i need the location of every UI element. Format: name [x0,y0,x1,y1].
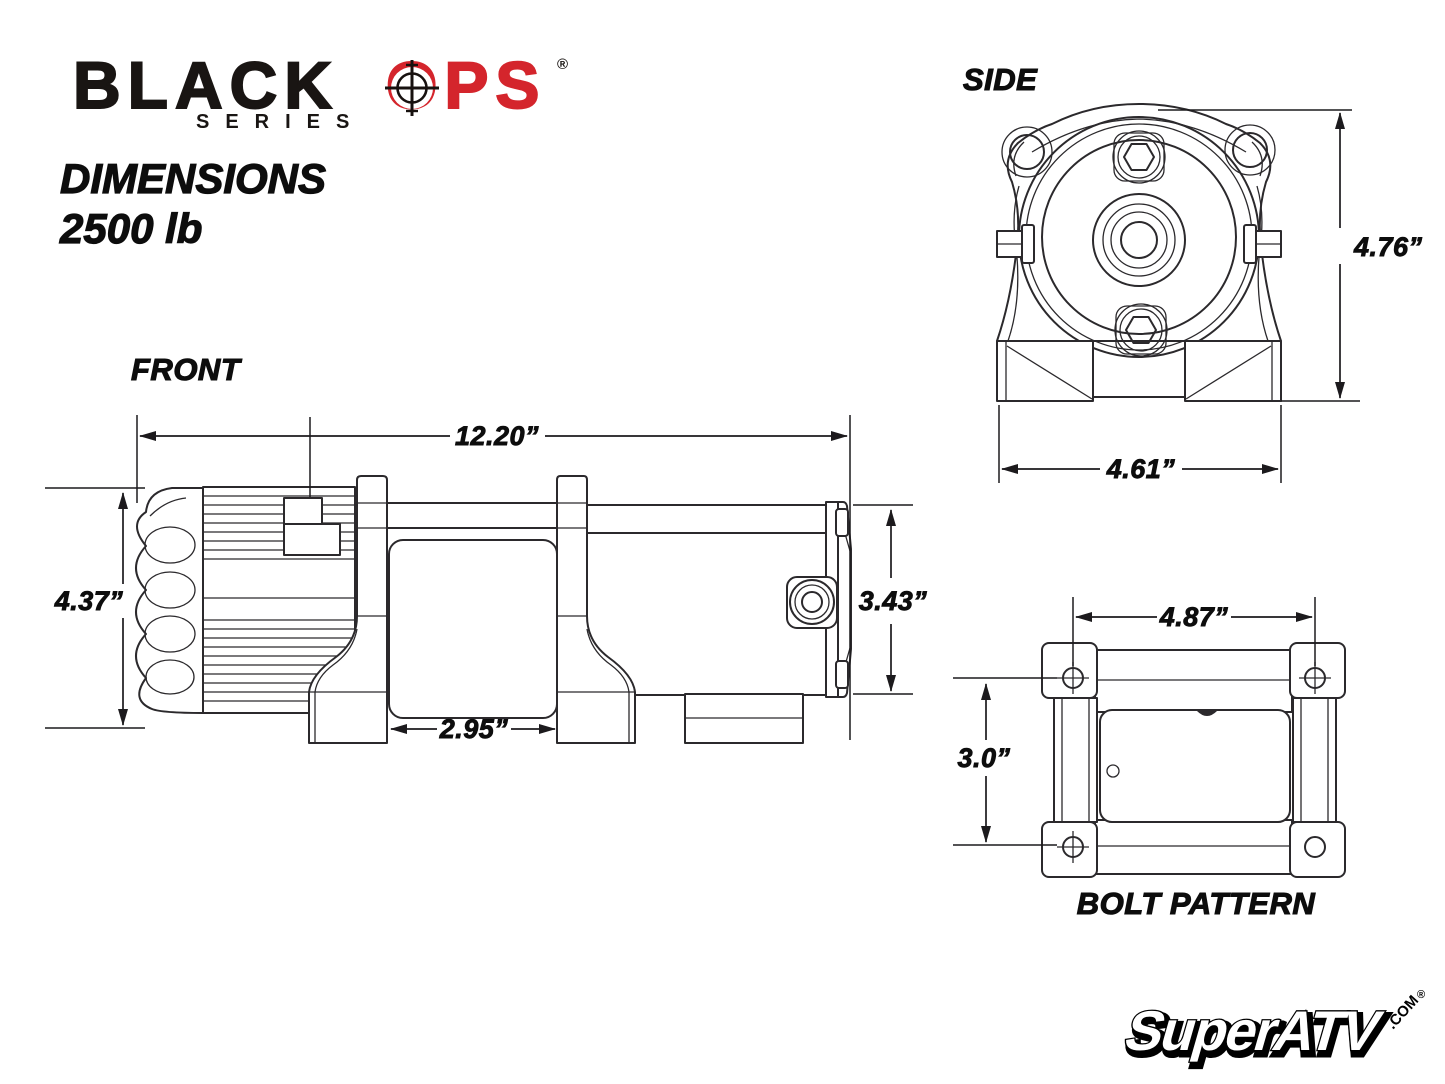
motor-fin-cap [135,487,204,714]
dim-side-height: 4.76” [1353,232,1423,262]
right-drum-bracket [556,475,636,744]
side-clamp-tabs [996,224,1282,264]
right-channel [1292,697,1337,823]
side-feet [996,340,1282,402]
top-rail [1094,649,1293,713]
bolt-pattern-label: BOLT PATTERN [1076,885,1316,921]
clutch-port [786,576,838,629]
center-hub [1092,193,1186,287]
dim-front-overall-width: 12.20” [455,421,539,451]
dim-front-gear-end-height: 3.43” [859,586,928,616]
dim-front-motor-height: 4.37” [54,586,124,616]
bolt-dimension-lines [981,612,1313,843]
scope-reticle-icon [385,60,439,116]
left-channel [1053,697,1098,823]
bolt-holes [1057,662,1331,863]
sheet-title: DIMENSIONS 2500 lb [59,154,327,253]
dim-bolt-height: 3.0” [957,743,1010,773]
side-view-drawing: 4.76” 4.61” [996,103,1423,484]
side-extension-lines [998,109,1360,483]
superatv-logo: SuperATV SuperATV .COM ® [1117,989,1425,1070]
bolt-pattern-drawing: 4.87” 3.0” [953,597,1346,878]
bottom-hex-bolt [1114,303,1168,357]
winch-drum [388,539,558,719]
sheet-title-line1: DIMENSIONS [59,154,327,202]
sheet-title-line2: 2500 lb [59,204,203,252]
dim-side-width: 4.61” [1106,454,1176,484]
brand-registered-mark: ® [557,56,569,73]
brand-series-text: SERIES [196,111,366,133]
brand-word-black: BLACK [72,48,339,122]
superatv-registered-mark: ® [1417,989,1425,1001]
mount-ear-holes [1001,124,1276,178]
superatv-logo-shadow: SuperATV [1121,1004,1391,1067]
front-view-drawing: 12.20” 4.37” 3.43” 2.95” [45,415,927,744]
side-dimension-lines [1001,112,1345,474]
bolt-extension-lines [953,597,1316,846]
front-dimension-lines [118,431,896,734]
dim-bolt-width: 4.87” [1159,602,1229,632]
top-hex-bolt [1112,130,1166,184]
side-view-label: SIDE [962,61,1038,97]
drum-top-face [1099,709,1291,823]
front-view-label: FRONT [130,351,241,387]
dim-front-drum-width: 2.95” [439,714,509,744]
bottom-rail [1094,819,1293,875]
mount-tabs [1041,642,1346,878]
superatv-logo-text: SuperATV [1118,1000,1388,1063]
left-drum-bracket [308,475,388,744]
front-extension-lines [45,415,913,740]
motor-terminal-block [283,497,323,525]
